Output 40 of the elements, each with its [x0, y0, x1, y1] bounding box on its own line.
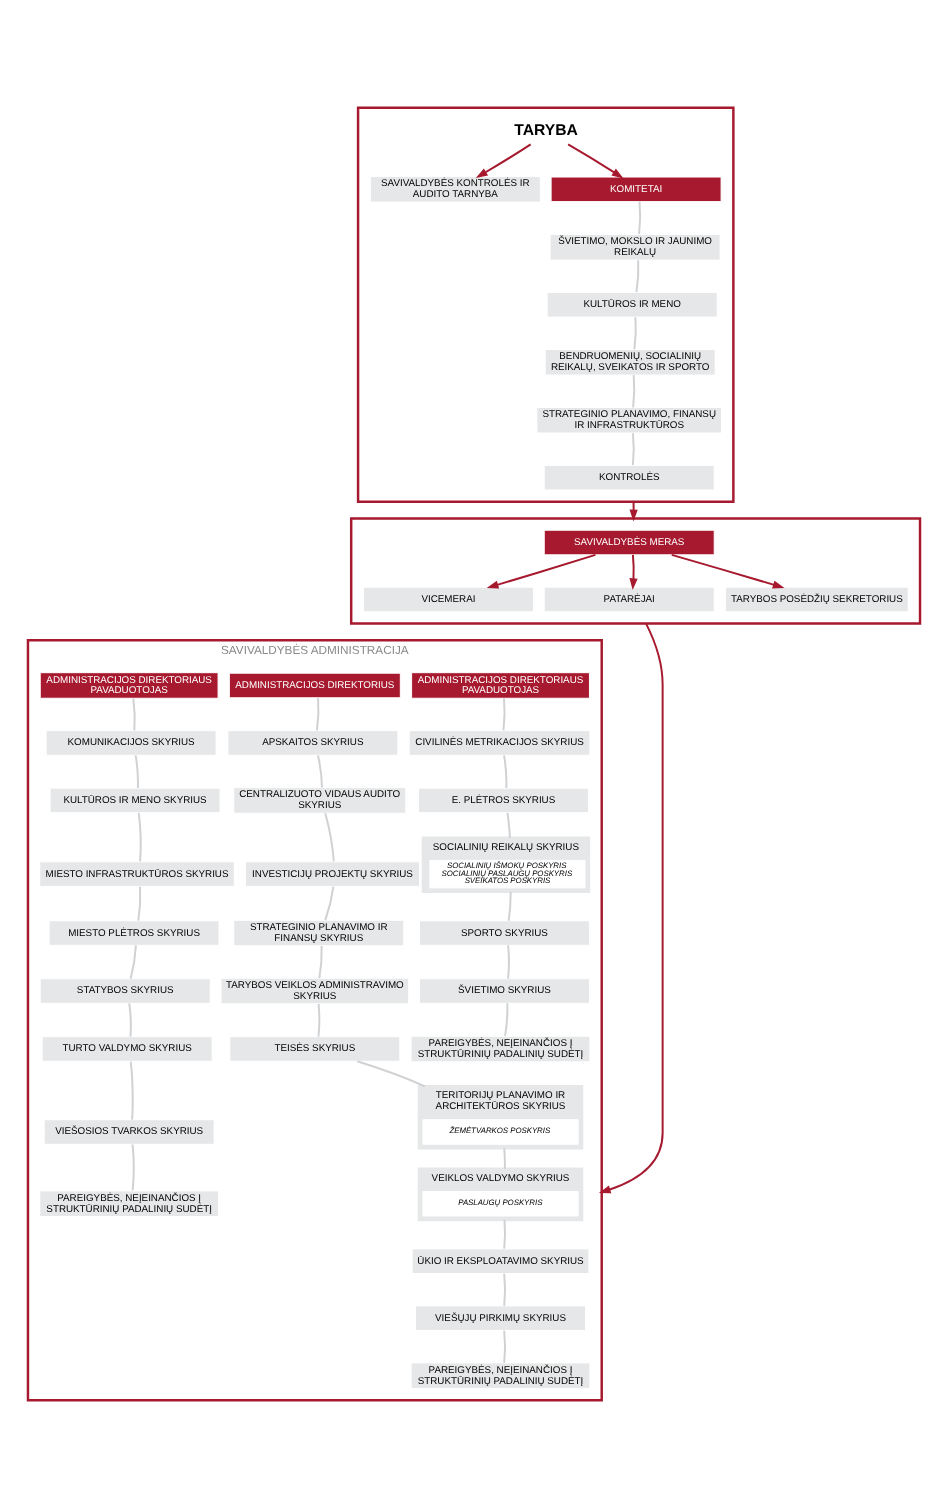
arrow — [475, 143, 532, 178]
connector — [503, 1329, 506, 1364]
connector — [503, 1218, 506, 1250]
arrow — [629, 500, 638, 522]
arrow — [567, 143, 624, 179]
connector — [132, 697, 136, 732]
connector — [503, 1147, 506, 1170]
connector — [317, 754, 323, 789]
arrow — [598, 622, 664, 1194]
cluster — [349, 517, 922, 625]
connector — [128, 1002, 132, 1038]
connector — [137, 811, 142, 863]
connector — [502, 697, 506, 732]
arrow — [670, 553, 785, 589]
cluster — [356, 106, 735, 503]
connector — [638, 200, 642, 236]
connector — [504, 1002, 509, 1037]
connector — [507, 890, 512, 922]
connector — [631, 432, 635, 467]
connector — [507, 944, 510, 980]
connector — [129, 944, 137, 980]
connector — [318, 944, 323, 980]
connector — [356, 1060, 426, 1088]
arrow — [486, 553, 597, 589]
connector — [503, 754, 508, 789]
connector — [324, 812, 335, 863]
connector — [315, 697, 320, 732]
connector — [633, 316, 637, 351]
connector — [134, 754, 139, 789]
arrow — [629, 553, 638, 591]
node-text: TARYBA — [514, 120, 578, 139]
connector — [635, 259, 640, 294]
connector — [503, 1272, 506, 1307]
connector — [131, 1143, 135, 1192]
connector — [137, 885, 142, 922]
connector — [632, 374, 636, 409]
connector — [317, 1002, 321, 1038]
connector — [129, 1060, 134, 1121]
connector — [324, 885, 335, 922]
connector — [506, 811, 511, 839]
